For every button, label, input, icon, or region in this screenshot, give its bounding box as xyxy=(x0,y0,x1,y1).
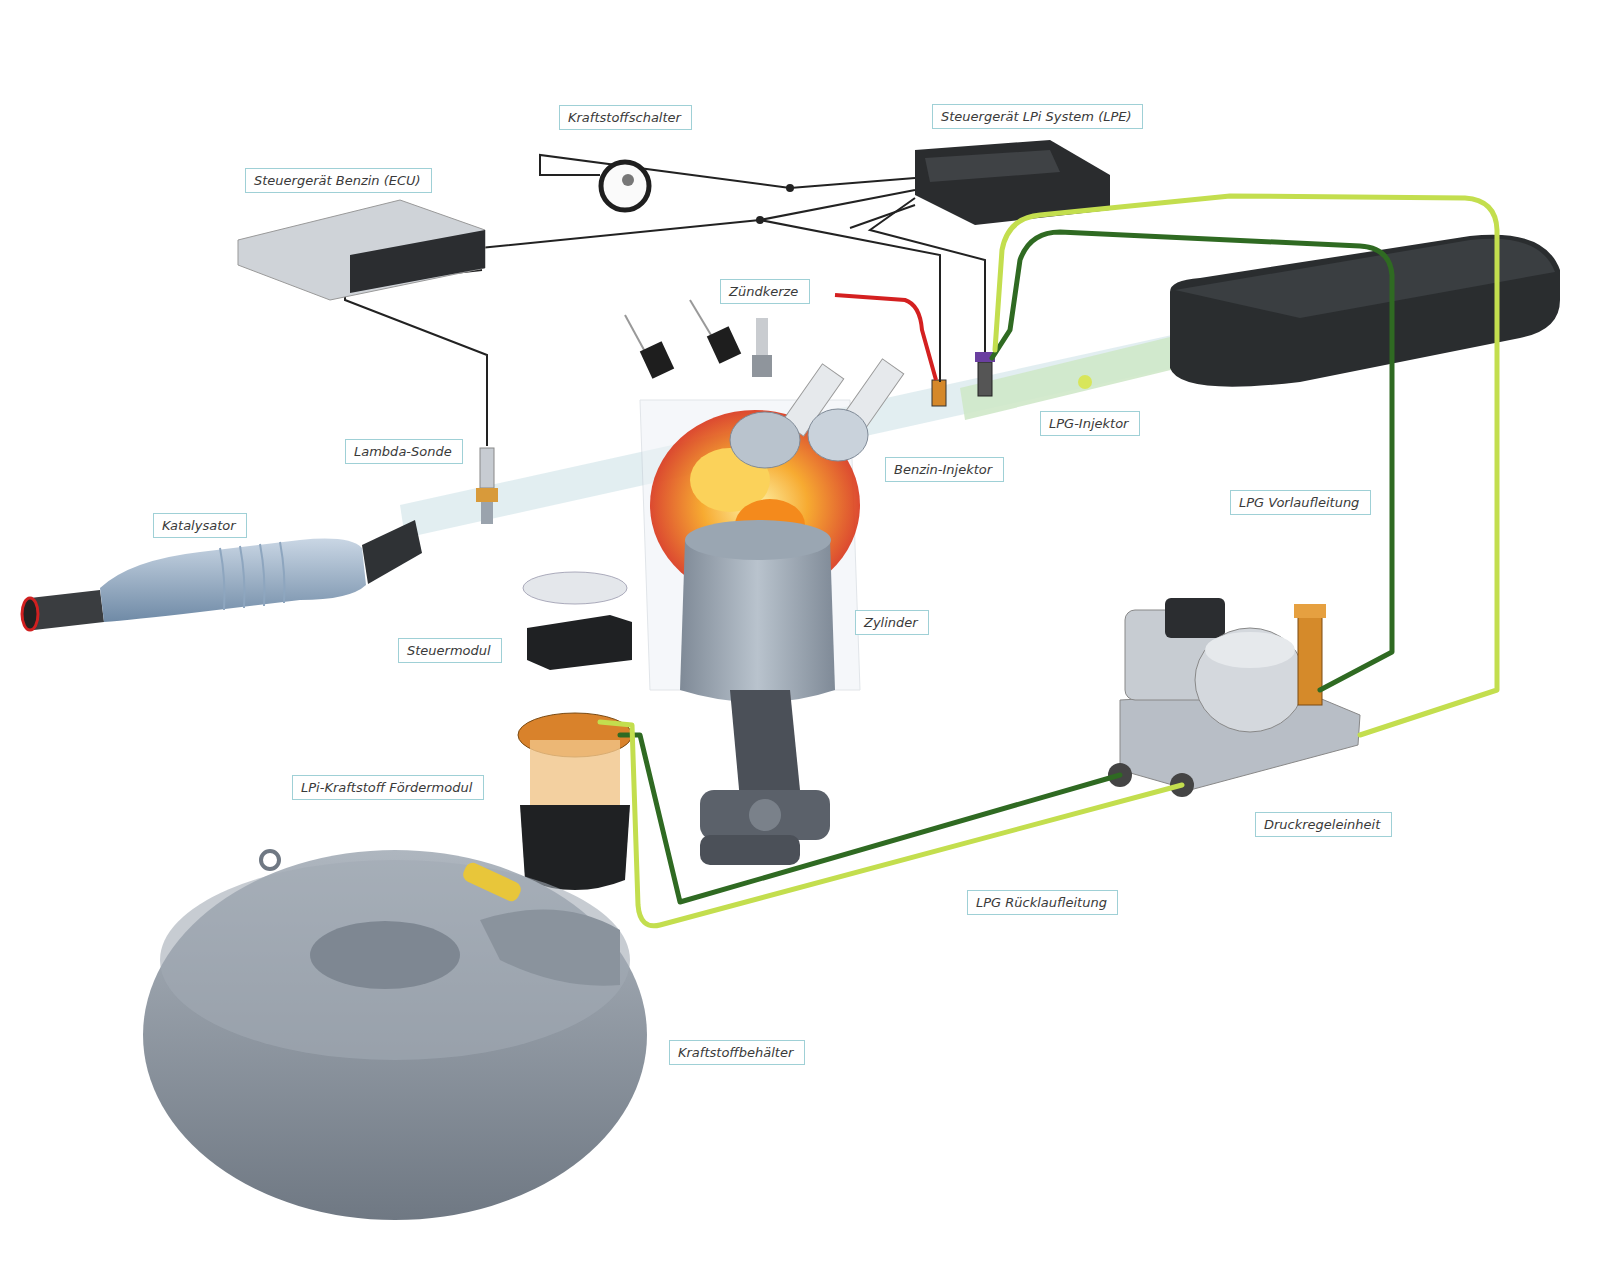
label-text: Zündkerze xyxy=(729,283,801,300)
part-label: Zylinder xyxy=(855,610,929,635)
label-text: LPG-Injektor xyxy=(1049,415,1131,432)
label-text: Druckregeleinheit xyxy=(1264,816,1383,833)
label-text: Zylinder xyxy=(864,614,920,631)
label-text: Lambda-Sonde xyxy=(354,443,454,460)
part-label: Kraftstoffbehälter xyxy=(669,1040,805,1065)
part-label: Druckregeleinheit xyxy=(1255,812,1392,837)
label-text: Katalysator xyxy=(162,517,238,534)
part-label: LPG Rücklaufleitung xyxy=(967,890,1118,915)
label-text: Steuergerät LPi System (LPE) xyxy=(941,108,1134,125)
label-text: Benzin-Injektor xyxy=(894,461,995,478)
part-label: Steuermodul xyxy=(398,638,502,663)
label-text: LPi-Kraftstoff Fördermodul xyxy=(301,779,475,796)
part-label: Lambda-Sonde xyxy=(345,439,463,464)
part-label: Benzin-Injektor xyxy=(885,457,1004,482)
part-label: LPG Vorlaufleitung xyxy=(1230,490,1371,515)
part-label: Steuergerät Benzin (ECU) xyxy=(245,168,432,193)
part-label: Kraftstoffschalter xyxy=(559,105,692,130)
label-text: Kraftstoffschalter xyxy=(568,109,683,126)
part-label: Steuergerät LPi System (LPE) xyxy=(932,104,1143,129)
part-label: Zündkerze xyxy=(720,279,810,304)
part-label: LPi-Kraftstoff Fördermodul xyxy=(292,775,484,800)
label-text: LPG Vorlaufleitung xyxy=(1239,494,1362,511)
part-label: Katalysator xyxy=(153,513,247,538)
label-text: LPG Rücklaufleitung xyxy=(976,894,1109,911)
part-label: LPG-Injektor xyxy=(1040,411,1140,436)
label-text: Steuergerät Benzin (ECU) xyxy=(254,172,423,189)
label-text: Kraftstoffbehälter xyxy=(678,1044,796,1061)
label-text: Steuermodul xyxy=(407,642,493,659)
